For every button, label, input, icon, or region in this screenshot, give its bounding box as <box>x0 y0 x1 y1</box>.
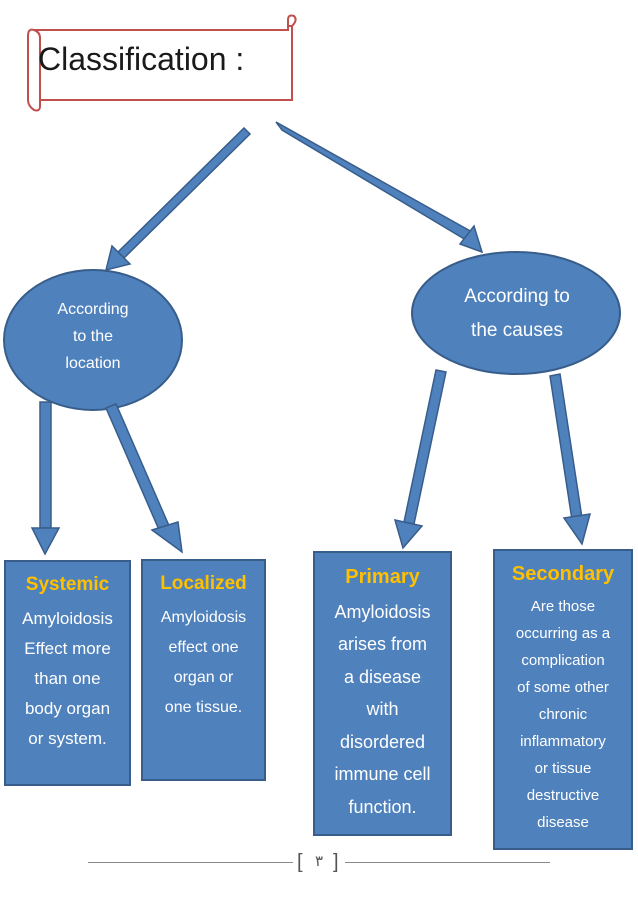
box-primary-line: disordered <box>339 731 426 752</box>
arrow-location-to-localized <box>105 403 183 554</box>
box-localized: Localized Amyloidosis effect one organ o… <box>141 559 266 781</box>
arrow-causes-to-secondary <box>549 373 592 546</box>
box-secondary-line: destructive <box>526 787 600 804</box>
node-causes <box>411 251 621 375</box>
node-location-line: location <box>65 355 121 373</box>
box-localized-line: Amyloidosis <box>160 609 247 626</box>
box-primary-line: Amyloidosis <box>334 601 431 622</box>
box-primary-line: arises from <box>337 634 427 654</box>
box-primary-line: with <box>366 699 399 719</box>
box-secondary-line: Are those <box>530 598 596 615</box>
box-primary-line: function. <box>348 796 417 817</box>
footer-rule-left <box>88 862 293 863</box>
box-secondary: Secondary Are those occurring as a compl… <box>493 549 633 850</box>
box-secondary-title: Secondary <box>511 563 615 585</box>
node-causes-line: the causes <box>471 320 563 342</box>
box-localized-line: one tissue. <box>164 699 243 716</box>
node-location-line: to the <box>72 328 114 346</box>
box-systemic-title: Systemic <box>25 574 110 595</box>
box-localized-line: effect one <box>168 639 239 656</box>
box-systemic: Systemic Amyloidosis Effect more than on… <box>4 560 131 786</box>
footer-rule-right <box>345 862 550 863</box>
node-location-label: According to the location <box>38 296 148 378</box>
box-systemic-line: or system. <box>28 729 107 748</box>
footer-bracket-right: ] <box>333 851 339 873</box>
box-secondary-line: chronic <box>538 706 588 723</box>
box-primary: Primary Amyloidosis arises from a diseas… <box>313 551 452 836</box>
box-systemic-line: Amyloidosis <box>22 609 113 628</box>
page-number: ٣ <box>314 853 324 870</box>
diagram-title: Classification : <box>38 41 245 77</box>
arrow-causes-to-primary <box>393 369 447 550</box>
box-systemic-line: Effect more <box>24 639 111 658</box>
box-systemic-line: than one <box>34 669 101 688</box>
node-causes-line: According to <box>464 286 570 307</box>
box-secondary-line: of some other <box>517 679 609 696</box>
box-primary-line: a disease <box>343 666 422 687</box>
box-localized-line: organ or <box>173 669 234 686</box>
box-primary-title: Primary <box>345 566 420 588</box>
arrow-title-to-location <box>104 126 252 272</box>
arrow-location-to-systemic <box>30 401 61 556</box>
box-secondary-line: disease <box>537 814 589 831</box>
footer-bracket-left: [ <box>297 851 303 873</box>
title-scroll <box>27 14 297 112</box>
node-causes-label: According to the causes <box>432 280 602 348</box>
box-systemic-line: body organ <box>24 699 111 718</box>
node-location <box>3 269 183 411</box>
box-secondary-line: or tissue <box>534 760 592 777</box>
box-secondary-line: inflammatory <box>520 733 606 750</box>
node-location-line: According <box>57 301 129 318</box>
box-localized-title: Localized <box>160 573 247 594</box>
box-secondary-line: occurring as a <box>515 625 611 642</box>
arrow-title-to-causes <box>275 121 484 254</box>
box-secondary-line: complication <box>521 652 605 669</box>
box-primary-line: immune cell <box>334 764 431 784</box>
